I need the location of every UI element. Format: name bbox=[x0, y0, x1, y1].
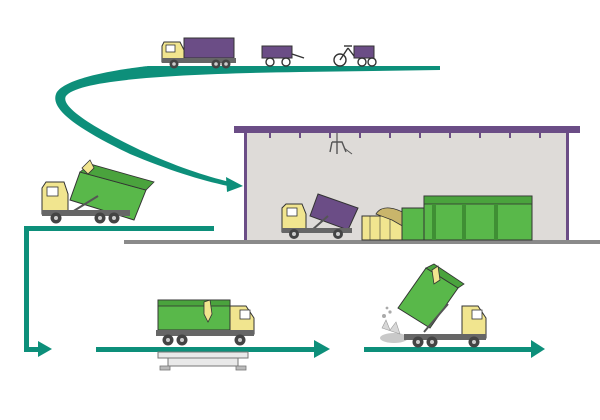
collection-road bbox=[55, 66, 440, 186]
cargo-tricycle-icon bbox=[333, 45, 377, 67]
disposal-line bbox=[364, 347, 534, 352]
ground-line bbox=[124, 240, 600, 244]
dump-truck-icon bbox=[161, 37, 236, 69]
station-pillar-right bbox=[566, 133, 569, 241]
arrow-head-weighing bbox=[314, 340, 330, 358]
pickup-platform bbox=[26, 226, 214, 231]
tipping-truck-icon bbox=[281, 193, 359, 239]
weighbridge-icon bbox=[157, 351, 249, 371]
arrow-head-to-station bbox=[226, 177, 243, 192]
hooklift-truck-icon bbox=[41, 159, 155, 224]
waste-debris bbox=[380, 306, 408, 343]
bottom-left-line bbox=[24, 347, 40, 352]
flow-arrows bbox=[24, 66, 545, 358]
station-pillar-left bbox=[244, 133, 247, 241]
station-roof bbox=[234, 126, 580, 133]
arrow-head-disposal bbox=[531, 340, 545, 358]
dumping-truck-icon bbox=[380, 263, 487, 348]
arrow-head-bottom-left bbox=[38, 341, 52, 357]
weighing-line bbox=[96, 347, 316, 352]
hand-cart-icon bbox=[261, 45, 305, 67]
crane-claw-icon bbox=[329, 133, 353, 155]
hooklift-truck-icon bbox=[156, 299, 255, 346]
compactor-icon bbox=[361, 195, 533, 241]
descending-line bbox=[24, 226, 29, 352]
